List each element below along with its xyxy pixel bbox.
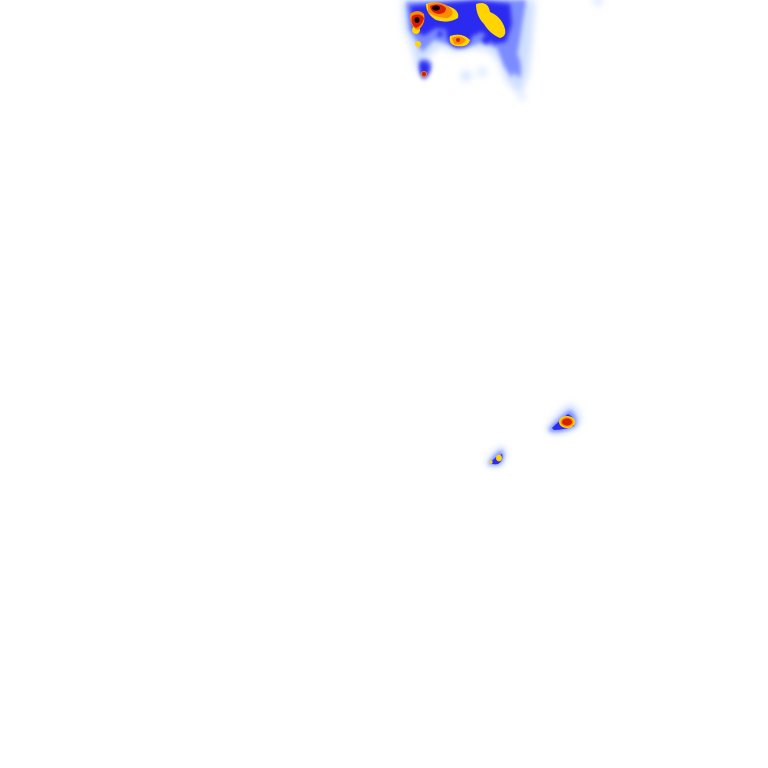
- precip-cell-northern-cluster: [402, 0, 602, 100]
- precip-cell-southeast-cell-small: [486, 446, 506, 467]
- precip-cell-southeast-cell-large: [546, 404, 581, 434]
